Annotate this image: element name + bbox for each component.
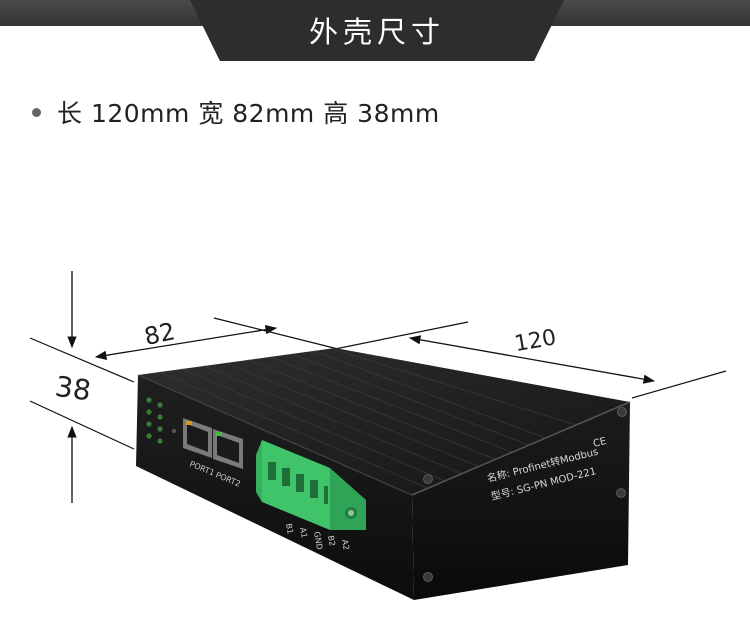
bullet-icon (32, 107, 41, 117)
terminal-label-a1: A1 (298, 527, 309, 539)
length-dimension-label: 120 (513, 325, 559, 357)
terminal-block-connector (256, 440, 366, 530)
height-dimension-label: 38 (53, 370, 93, 408)
length-dimension-arrow (408, 335, 656, 384)
terminal-label-b2: B2 (326, 535, 337, 547)
ethernet-port-1 (183, 418, 212, 458)
width-dimension-arrow (94, 325, 278, 360)
ce-mark: CE (592, 436, 608, 450)
dimension-spec-text: 长 120mm 宽 82mm 高 38mm (57, 99, 440, 128)
terminal-labels: B1 A1 GND B2 A2 (284, 523, 351, 551)
section-title: 外壳尺寸 (308, 15, 445, 49)
terminal-label-gnd: GND (312, 531, 324, 551)
status-led-array (146, 397, 177, 444)
ethernet-port-2 (213, 429, 243, 469)
device-top-face (138, 348, 630, 495)
terminal-label-a2: A2 (340, 539, 351, 551)
dimension-spec-line: 长 120mm 宽 82mm 高 38mm (32, 92, 440, 132)
title-banner (190, 0, 564, 61)
enclosure-screws (423, 407, 627, 582)
width-dimension-label: 82 (142, 317, 178, 351)
device-side-face (412, 402, 630, 600)
terminal-label-b1: B1 (284, 523, 295, 535)
